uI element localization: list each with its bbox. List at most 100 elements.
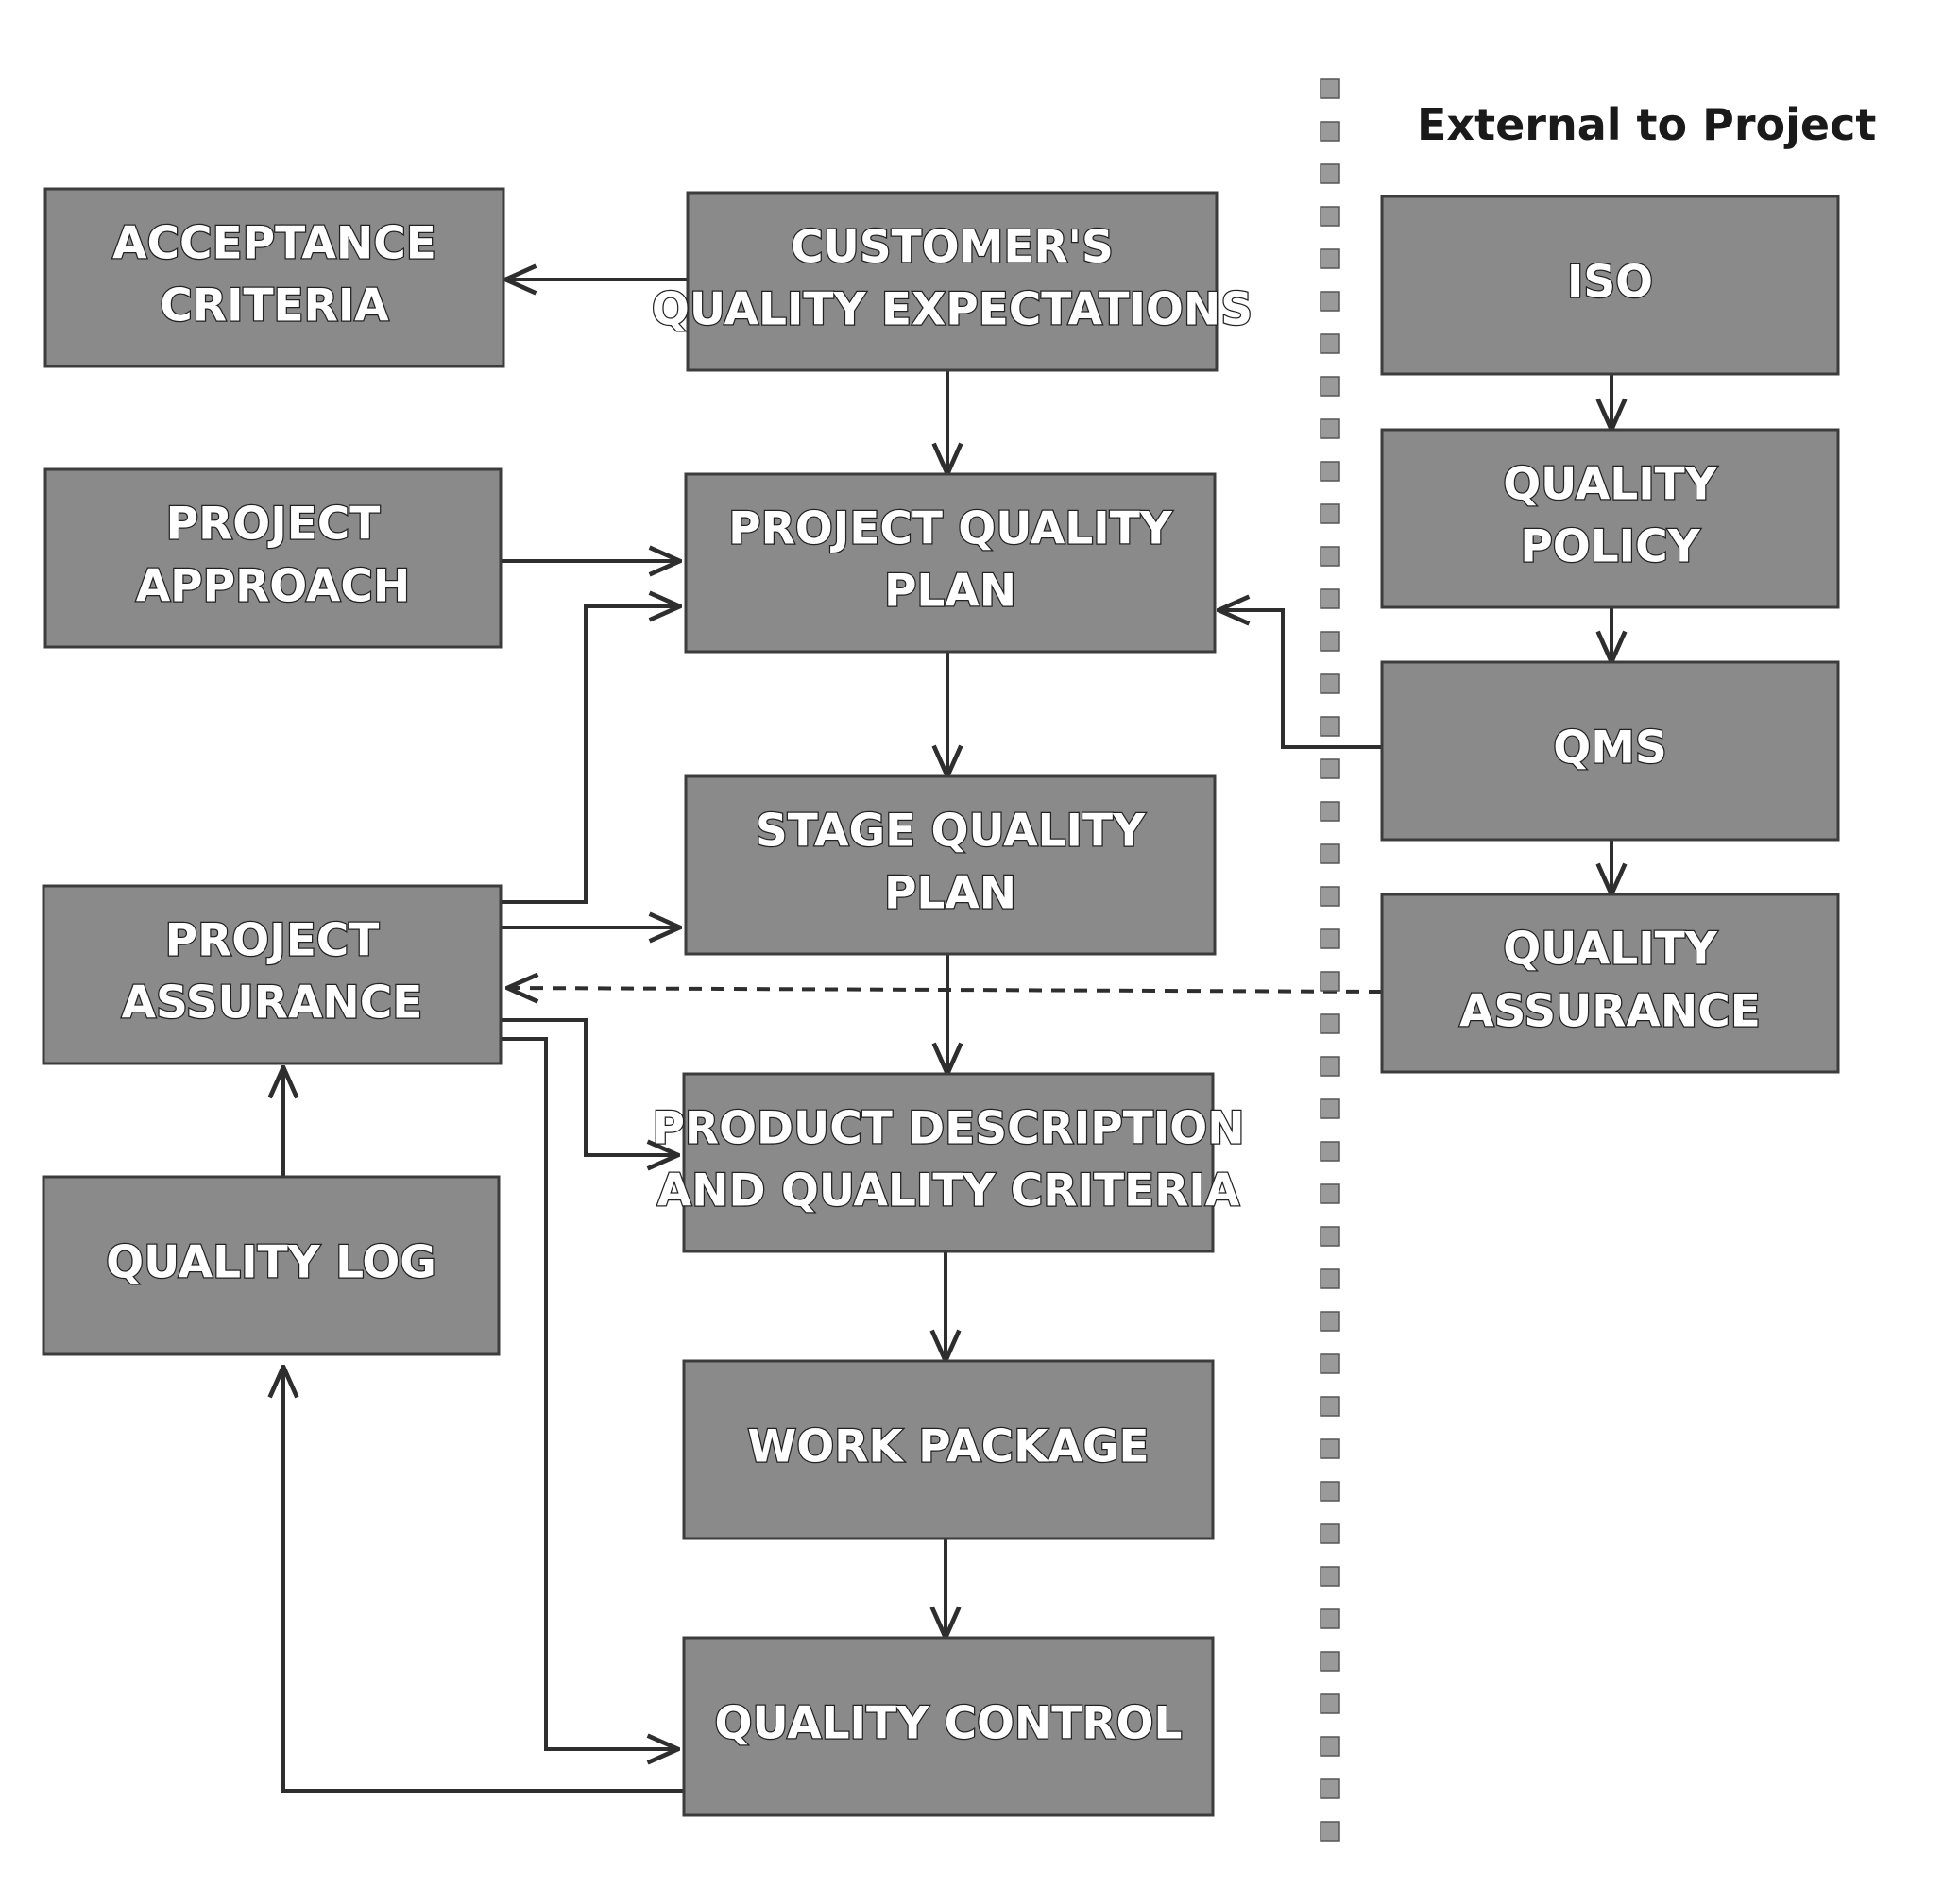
node-label: PRODUCT DESCRIPTION (652, 1103, 1244, 1155)
node-box (42, 1175, 501, 1356)
node-box (1380, 660, 1840, 842)
node-box (1380, 428, 1840, 609)
separator-dot (1320, 758, 1340, 779)
separator-dot (1320, 801, 1340, 822)
separator-dot (1320, 1481, 1340, 1502)
separator-dot (1320, 843, 1340, 864)
separator-dot (1320, 631, 1340, 652)
node-acceptance: ACCEPTANCE CRITERIA (43, 187, 505, 368)
node-label: CUSTOMER'S (791, 222, 1114, 274)
separator-dot (1320, 376, 1340, 397)
edge-assurance-to-qc (501, 1037, 678, 1749)
separator-dot (1320, 1438, 1340, 1459)
separator-dot (1320, 1778, 1340, 1799)
separator-dot (1320, 418, 1340, 439)
node-label: CRITERIA (160, 280, 389, 332)
node-customer: CUSTOMER'S QUALITY EXPECTATIONS (651, 191, 1253, 372)
separator-dot (1320, 673, 1340, 694)
node-box (682, 1359, 1215, 1540)
separator-dot (1320, 1651, 1340, 1672)
node-qc: QUALITY CONTROL (682, 1636, 1215, 1817)
node-label: ACCEPTANCE (112, 218, 436, 270)
edge-qms-to-pqp (1219, 610, 1382, 749)
separator-dot (1320, 588, 1340, 609)
node-box (684, 472, 1217, 654)
separator-dot (1320, 1268, 1340, 1289)
node-label: PROJECT QUALITY (728, 503, 1173, 555)
node-assurance: PROJECT ASSURANCE (42, 884, 503, 1065)
node-label: QMS (1553, 722, 1667, 774)
node-box (1380, 195, 1840, 376)
node-box (682, 1636, 1215, 1817)
separator-dot (1320, 716, 1340, 737)
separator-dot (1320, 333, 1340, 354)
node-label: PLAN (884, 566, 1016, 618)
separator-dot (1320, 1353, 1340, 1374)
separator-dot (1320, 1183, 1340, 1204)
node-label: ASSURANCE (122, 978, 423, 1029)
node-label: ASSURANCE (1459, 986, 1761, 1038)
separator-dot (1320, 1693, 1340, 1714)
separator-dot (1320, 1608, 1340, 1629)
separator-dot (1320, 1396, 1340, 1417)
region-label: External to Project (1417, 99, 1876, 150)
separator-dot (1320, 1566, 1340, 1587)
node-label: ISO (1567, 257, 1653, 309)
node-pqp: PROJECT QUALITY PLAN (684, 472, 1217, 654)
edge-assurance-to-product (501, 1018, 678, 1155)
separator-dot (1320, 78, 1340, 99)
edge-qa-to-assurance (507, 988, 1383, 992)
node-qms: QMS (1380, 660, 1840, 842)
node-box (1380, 892, 1840, 1074)
separator-dot (1320, 121, 1340, 142)
edge-assurance-to-pqp (501, 606, 680, 904)
separator-dot (1320, 1736, 1340, 1757)
separator-dot (1320, 291, 1340, 312)
node-policy: QUALITY POLICY (1380, 428, 1840, 609)
separator-dot (1320, 928, 1340, 949)
separator-dot (1320, 163, 1340, 184)
node-box (42, 884, 503, 1065)
separator-dot (1320, 461, 1340, 482)
separator-dot (1320, 1098, 1340, 1119)
node-box (682, 1072, 1215, 1253)
separator-dot (1320, 248, 1340, 269)
node-label: WORK PACKAGE (747, 1421, 1149, 1473)
separator-dot (1320, 1311, 1340, 1332)
separator-dot (1320, 206, 1340, 227)
node-label: QUALITY CONTROL (715, 1698, 1183, 1750)
node-approach: PROJECT APPROACH (43, 468, 503, 649)
node-label: QUALITY LOG (106, 1237, 436, 1289)
node-label: QUALITY (1503, 459, 1718, 511)
separator-dot (1320, 1056, 1340, 1077)
separator-dot (1320, 546, 1340, 567)
node-label: PROJECT (166, 499, 381, 551)
node-label: STAGE QUALITY (756, 806, 1146, 858)
node-label: PROJECT (165, 915, 380, 967)
separator-dot (1320, 1141, 1340, 1162)
node-label: POLICY (1520, 521, 1700, 573)
separator-dot (1320, 1523, 1340, 1544)
node-label: PLAN (884, 868, 1016, 920)
node-label: QUALITY (1503, 924, 1718, 976)
separator-dot (1320, 971, 1340, 992)
node-label: QUALITY EXPECTATIONS (652, 284, 1253, 336)
node-box (43, 187, 505, 368)
node-label: AND QUALITY CRITERIA (657, 1165, 1240, 1217)
node-label: APPROACH (136, 561, 410, 613)
separator-dot (1320, 1821, 1340, 1842)
node-box (686, 191, 1219, 372)
node-qlog: QUALITY LOG (42, 1175, 501, 1356)
node-qa: QUALITY ASSURANCE (1380, 892, 1840, 1074)
separator-dot (1320, 1013, 1340, 1034)
external-separator (1320, 78, 1340, 1842)
separator-dot (1320, 886, 1340, 907)
node-sqp: STAGE QUALITY PLAN (684, 774, 1217, 956)
node-box (684, 774, 1217, 956)
separator-dot (1320, 503, 1340, 524)
node-box (43, 468, 503, 649)
nodes-layer: ACCEPTANCE CRITERIA CUSTOMER'S QUALITY EXPE… (42, 187, 1840, 1817)
edges-layer (283, 280, 1611, 1793)
node-iso: ISO (1380, 195, 1840, 376)
